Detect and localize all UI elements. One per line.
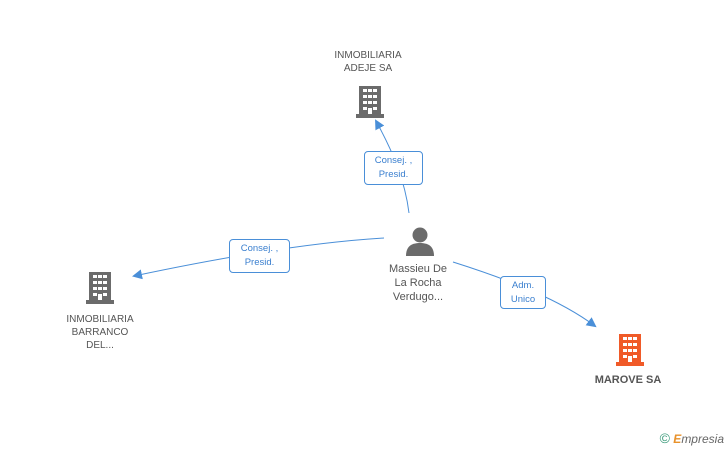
edge-label-marove: Adm. Unico <box>500 276 546 309</box>
edge-label-adeje: Consej. , Presid. <box>364 151 423 185</box>
building-icon <box>86 272 114 304</box>
company-label-barranco[interactable]: INMOBILIARIA BARRANCO DEL... <box>66 314 134 351</box>
company-label-marove[interactable]: MAROVE SA <box>594 374 662 386</box>
company-label-adeje[interactable]: INMOBILIARIA ADEJE SA <box>334 50 402 74</box>
building-icon <box>616 334 644 366</box>
person-label[interactable]: Massieu De La Rocha Verdugo... <box>388 263 448 303</box>
building-icon <box>356 86 384 118</box>
brand-logo-mark: E <box>673 432 682 446</box>
edge-label-barranco: Consej. , Presid. <box>229 239 290 273</box>
brand-name: mpresia <box>681 432 724 446</box>
copyright-icon: © <box>659 430 670 446</box>
person-icon <box>406 227 434 256</box>
copyright-footer: © Empresia <box>660 430 724 446</box>
